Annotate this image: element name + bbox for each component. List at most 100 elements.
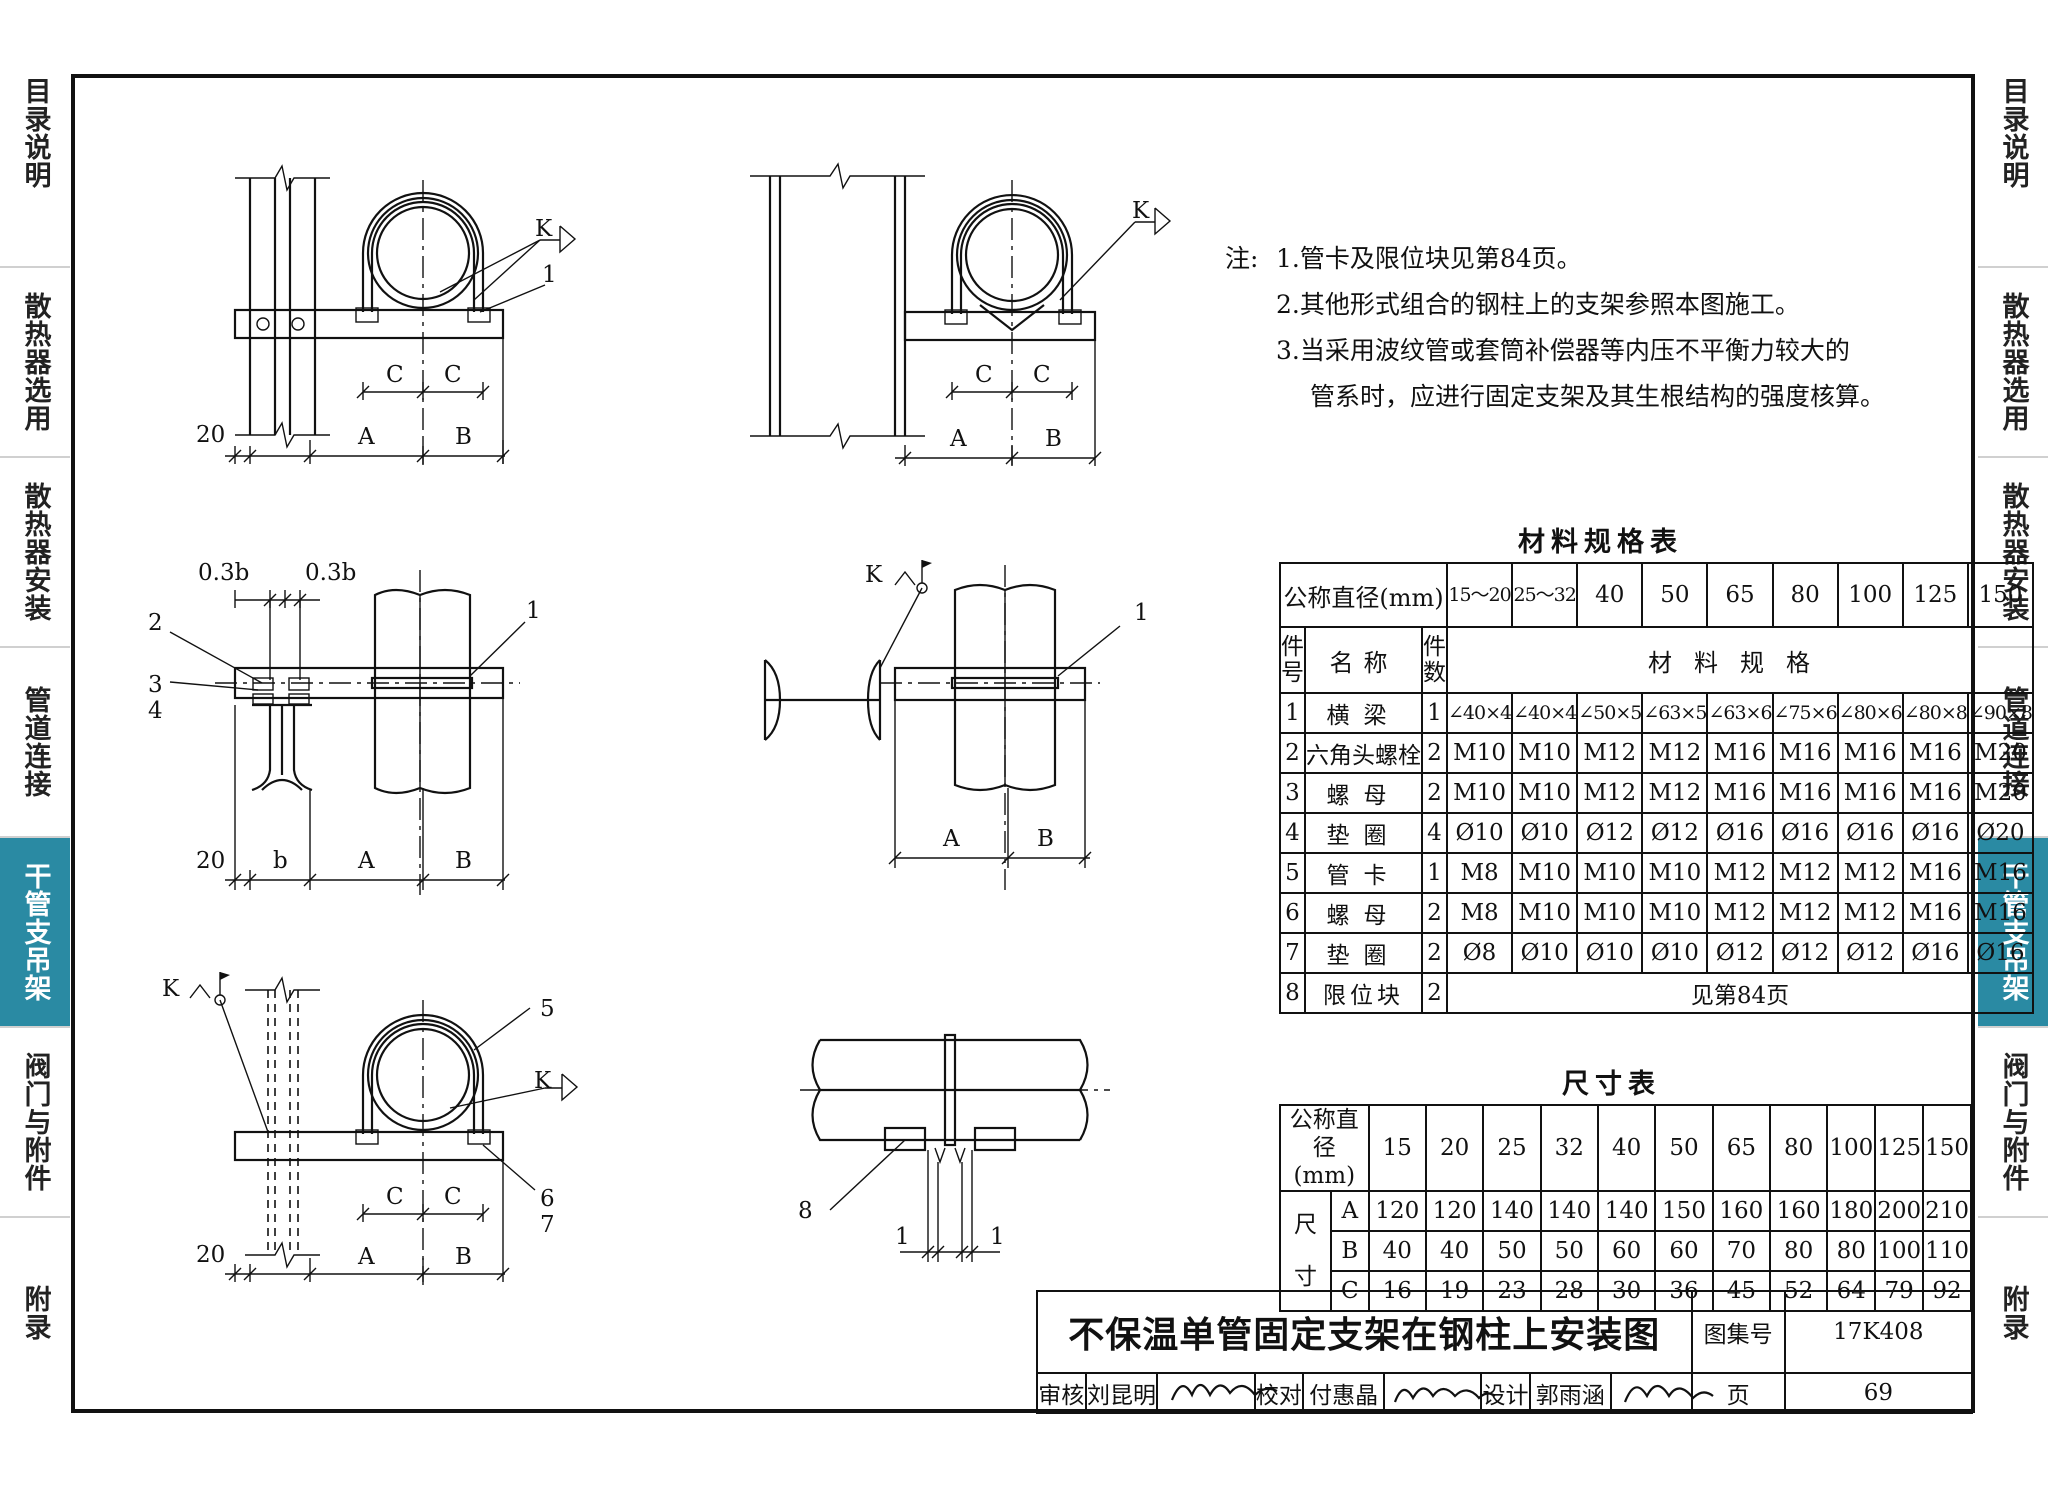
label-part-3: 3	[148, 672, 163, 698]
label-c: C	[386, 1184, 404, 1210]
nav-tab-appendix[interactable]: 附录	[0, 1218, 70, 1408]
left-side-nav: 目录说明 散热器选用 散热器安装 管道连接 干管支吊架 阀门与附件 附录	[0, 0, 70, 1488]
table-row: 3 螺母 2 M10 M10 M12 M12 M16 M16 M16 M16 M…	[1279, 772, 2034, 814]
label-b: B	[1037, 826, 1054, 852]
nav-tab-label: 阀门与附件	[19, 1052, 51, 1192]
atlas-label: 图集号	[1690, 1290, 1786, 1374]
nav-tab-label: 附录	[1997, 1285, 2029, 1341]
note-line-4: 管系时，应进行固定支架及其生根结构的强度核算。	[1310, 382, 1886, 411]
table-row: 1 横梁 1 ∠40×4 ∠40×4 ∠50×5 ∠63×5 ∠63×6 ∠75…	[1279, 692, 2034, 734]
nav-tab-radiator-selection[interactable]: 散热器选用	[0, 268, 70, 458]
table-row: 5 管卡 1 M8 M10 M10 M10 M12 M12 M12 M16 M1…	[1279, 852, 2034, 894]
table-row: 公称直径(mm) 15～20 25～32 40 50 65 80 100 125…	[1279, 562, 2034, 628]
size-table-title: 尺寸表	[1562, 1069, 1661, 1100]
label-c: C	[444, 1184, 462, 1210]
view-4-plan	[763, 560, 1121, 890]
dn-header: 公称直径(mm)	[1279, 562, 1448, 628]
label-b: B	[455, 424, 472, 450]
note-line-1: 1.管卡及限位块见第84页。	[1276, 244, 1582, 273]
checker-name: 付惠晶	[1302, 1372, 1386, 1414]
nav-tab-appendix[interactable]: 附录	[1978, 1218, 2048, 1408]
drawing-title: 不保温单管固定支架在钢柱上安装图	[1036, 1290, 1693, 1374]
label-c: C	[386, 362, 404, 388]
spec-header: 材料规格	[1446, 626, 2034, 694]
label-c: C	[444, 362, 462, 388]
label-dim-0-3b: 0.3b	[198, 560, 249, 586]
table-row: 8 限位块 2 见第84页	[1279, 972, 2034, 1014]
label-a: A	[942, 826, 960, 852]
view-6-plan	[800, 1033, 1110, 1262]
title-block: 不保温单管固定支架在钢柱上安装图 图集号 17K408 审核 刘昆明 校对 付惠…	[1036, 1290, 1974, 1414]
nav-tab-contents[interactable]: 目录说明	[0, 0, 70, 268]
table-row: 公称直径(mm) 15 20 25 32 40 50 65 80 100 125…	[1279, 1104, 1972, 1192]
label-k: K	[535, 216, 553, 242]
label-part-5: 5	[540, 996, 555, 1022]
nav-tab-label: 干管支吊架	[19, 862, 51, 1002]
page-number: 69	[1783, 1372, 1974, 1414]
design-label: 设计	[1480, 1372, 1531, 1414]
reviewer-name: 刘昆明	[1084, 1372, 1159, 1414]
size-table: 公称直径(mm) 15 20 25 32 40 50 65 80 100 125…	[1278, 1104, 1972, 1312]
page-label: 页	[1690, 1372, 1786, 1414]
nav-tab-label: 阀门与附件	[1997, 1052, 2029, 1192]
dn-header: 公称直径(mm)	[1279, 1104, 1370, 1192]
label-dim-1: 1	[895, 1224, 910, 1250]
label-part-7: 7	[540, 1212, 555, 1238]
nav-tab-valves-accessories[interactable]: 阀门与附件	[0, 1028, 70, 1218]
nav-tab-main-pipe-supports[interactable]: 干管支吊架	[0, 838, 70, 1028]
label-c: C	[975, 362, 993, 388]
label-dim-1: 1	[990, 1224, 1005, 1250]
col-name: 名称	[1304, 626, 1423, 694]
nav-tab-label: 目录说明	[19, 77, 51, 189]
nav-tab-label: 管道连接	[19, 686, 51, 798]
table-row: 4 垫圈 4 Ø10 Ø10 Ø12 Ø12 Ø16 Ø16 Ø16 Ø16 Ø…	[1279, 812, 2034, 854]
table-row: 2 六角头螺栓 2 M10 M10 M12 M12 M16 M16 M16 M1…	[1279, 732, 2034, 774]
label-dim-20: 20	[196, 422, 225, 448]
table-row: 6 螺母 2 M8 M10 M10 M10 M12 M12 M12 M16 M1…	[1279, 892, 2034, 934]
nav-tab-radiator-selection[interactable]: 散热器选用	[1978, 268, 2048, 458]
label-a: A	[949, 426, 967, 452]
note-line-3: 3.当采用波纹管或套筒补偿器等内压不平衡力较大的	[1276, 336, 1850, 365]
label-dim-0-3b: 0.3b	[305, 560, 356, 586]
table-row: B 40 40 50 50 60 60 70 80 80 100 110	[1280, 1230, 1972, 1272]
atlas-number: 17K408	[1783, 1290, 1974, 1374]
nav-tab-label: 目录说明	[1997, 77, 2029, 189]
review-label: 审核	[1036, 1372, 1087, 1414]
label-part-1: 1	[542, 262, 557, 288]
label-a: A	[357, 424, 375, 450]
notes-prefix: 注:	[1225, 244, 1259, 273]
label-a: A	[357, 1244, 375, 1270]
label-b: B	[455, 848, 472, 874]
label-k: K	[1132, 198, 1150, 224]
nav-tab-label: 散热器安装	[19, 482, 51, 622]
col-qty: 件数	[1421, 626, 1448, 694]
check-label: 校对	[1253, 1372, 1305, 1414]
label-dim-20: 20	[196, 1242, 225, 1268]
label-b-width: b	[273, 848, 288, 874]
material-table-title: 材料规格表	[1518, 527, 1683, 558]
designer-name: 郭雨涵	[1528, 1372, 1612, 1414]
label-b: B	[1045, 426, 1062, 452]
table-row: 尺寸 A 120 120 140 140 140 150 160 160 180…	[1278, 1190, 1972, 1312]
nav-tab-label: 散热器选用	[19, 292, 51, 432]
nav-tab-label: 附录	[19, 1285, 51, 1341]
note-line-2: 2.其他形式组合的钢柱上的支架参照本图施工。	[1276, 290, 1800, 319]
label-part-2: 2	[148, 610, 163, 636]
label-k: K	[534, 1068, 552, 1094]
nav-tab-contents[interactable]: 目录说明	[1978, 0, 2048, 268]
nav-tab-radiator-installation[interactable]: 散热器安装	[0, 458, 70, 648]
label-k: K	[162, 976, 180, 1002]
table-row: 审核 刘昆明 校对 付惠晶 设计 郭雨涵 页 69	[1036, 1372, 1974, 1414]
drawing-annotations: K 1 C C 20 A B K C C A B 0.3b 0.3b 1 2 3…	[148, 198, 1150, 1270]
nav-tab-valves-accessories[interactable]: 阀门与附件	[1978, 1028, 2048, 1218]
label-part-4: 4	[148, 698, 163, 724]
view-1-elevation	[225, 164, 577, 465]
view-3-plan	[169, 570, 526, 895]
label-b: B	[455, 1244, 472, 1270]
label-k: K	[865, 562, 883, 588]
view-5-elevation	[189, 972, 579, 1285]
col-part-no: 件号	[1279, 626, 1306, 694]
nav-tab-pipe-connection[interactable]: 管道连接	[0, 648, 70, 838]
label-part-8: 8	[798, 1198, 813, 1224]
